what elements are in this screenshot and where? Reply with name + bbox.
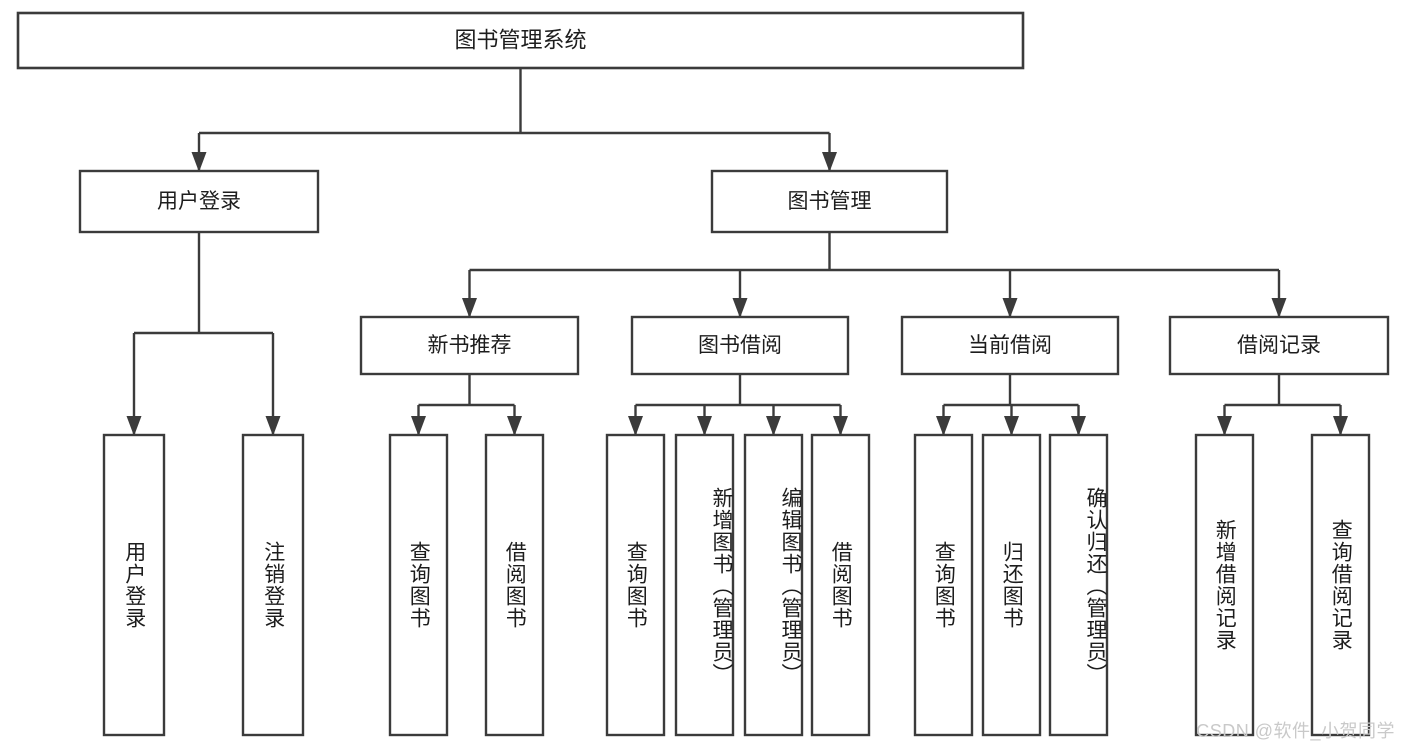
node-borrow-record[interactable]: [1168, 315, 1390, 376]
arrow-head-icon: [833, 416, 848, 436]
node-user-login[interactable]: [78, 169, 320, 234]
node-new-book-recommend[interactable]: [359, 315, 580, 376]
node-label-root: 图书管理系统: [454, 27, 586, 52]
arrow-head-icon: [822, 152, 837, 172]
arrow-head-icon: [766, 416, 781, 436]
node-label-book-management: 图书管理: [788, 190, 872, 213]
node-root[interactable]: [16, 11, 1025, 70]
connector-layer: [126, 68, 1348, 436]
arrow-head-icon: [628, 416, 643, 436]
node-leaf-query-book-borrow[interactable]: [605, 433, 666, 737]
arrow-head-icon: [1002, 298, 1018, 318]
node-leaf-query-borrow-record[interactable]: [1310, 433, 1371, 737]
node-label-book-borrow: 图书借阅: [698, 334, 782, 357]
node-label-new-book-recommend: 新书推荐: [428, 334, 512, 357]
arrow-head-icon: [191, 152, 207, 172]
node-label-current-borrow: 当前借阅: [968, 334, 1052, 357]
node-leaf-confirm-return-admin[interactable]: [1048, 433, 1109, 737]
arrow-head-icon: [697, 416, 712, 436]
node-label-borrow-record: 借阅记录: [1237, 334, 1321, 357]
node-leaf-logout[interactable]: [241, 433, 305, 737]
box-layer: [16, 11, 1390, 737]
node-leaf-user-login[interactable]: [102, 433, 166, 737]
arrow-head-icon: [1217, 416, 1232, 436]
arrow-head-icon: [462, 298, 477, 318]
node-leaf-add-borrow-record[interactable]: [1194, 433, 1255, 737]
node-leaf-query-book-recommend[interactable]: [388, 433, 449, 737]
node-book-management[interactable]: [710, 169, 949, 234]
node-leaf-add-book-admin[interactable]: [674, 433, 735, 737]
node-leaf-borrow-book-borrow[interactable]: [810, 433, 871, 737]
arrow-head-icon: [936, 416, 951, 436]
arrow-head-icon: [126, 416, 142, 436]
arrow-head-icon: [1271, 298, 1287, 318]
arrow-head-icon: [265, 416, 281, 436]
node-label-user-login: 用户登录: [157, 190, 241, 213]
node-leaf-query-book-current[interactable]: [913, 433, 974, 737]
node-current-borrow[interactable]: [900, 315, 1120, 376]
node-leaf-edit-book-admin[interactable]: [743, 433, 804, 737]
arrow-head-icon: [507, 416, 522, 436]
arrow-head-icon: [411, 416, 426, 436]
arrow-head-icon: [1071, 416, 1086, 436]
arrow-head-icon: [1004, 416, 1019, 436]
node-leaf-borrow-book-recommend[interactable]: [484, 433, 545, 737]
watermark-text: CSDN @软件_小贺同学: [1196, 721, 1395, 741]
node-book-borrow[interactable]: [630, 315, 850, 376]
node-leaf-return-book[interactable]: [981, 433, 1042, 737]
arrow-head-icon: [732, 298, 748, 318]
arrow-head-icon: [1333, 416, 1348, 436]
